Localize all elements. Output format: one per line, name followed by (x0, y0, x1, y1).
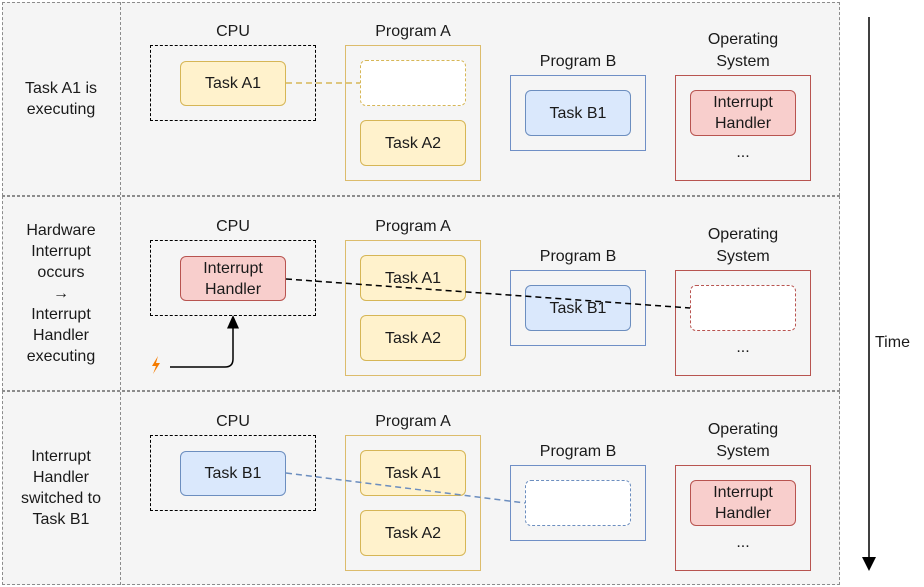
stage-2-program-a-title: Program A (375, 218, 451, 235)
stage-2-cpu-title: CPU (216, 218, 250, 235)
label-column-divider (120, 2, 121, 585)
stage-1-os-box (675, 75, 811, 181)
stage-1-os-ellipsis: ... (736, 144, 750, 161)
stage-1-program-a-task: Task A2 (360, 120, 466, 166)
stage-3-program-a-task-1: Task A1 (360, 450, 466, 496)
stage-3-os-ellipsis: ... (736, 534, 750, 551)
stage-3-label: Interrupt Handler switched to Task B1 (20, 448, 102, 528)
stage-2-program-a-task-1: Task A1 (360, 255, 466, 301)
stage-3-program-a-task-2: Task A2 (360, 510, 466, 556)
stage-3-os-title: Operating System (707, 421, 779, 460)
stage-3-program-a-title: Program A (375, 413, 451, 430)
time-label: Time (875, 334, 910, 351)
stage-2-program-a-task-2: Task A2 (360, 315, 466, 361)
stage-1-program-b-title: Program B (539, 53, 617, 70)
stage-2-program-b-task: Task B1 (525, 285, 631, 331)
stage-3-cpu-task: Task B1 (180, 451, 286, 496)
stage-1-program-a-empty-slot (360, 60, 466, 106)
stage-1-program-a-title: Program A (375, 23, 451, 40)
stage-1-label: Task A1 is executing (24, 80, 98, 118)
stage-2-cpu-task: Interrupt Handler (180, 256, 286, 301)
stage-3-program-b-empty-slot (525, 480, 631, 526)
stage-2-os-empty-slot (690, 285, 796, 331)
stage-2-os-box (675, 270, 811, 376)
stage-1-program-a-box (345, 45, 481, 181)
stage-3-os-task: Interrupt Handler (690, 480, 796, 526)
stage-1-os-task: Interrupt Handler (690, 90, 796, 136)
stage-2-label: Hardware Interrupt occurs → Interrupt Ha… (26, 222, 96, 365)
stage-2-program-b-title: Program B (539, 248, 617, 265)
stage-3-program-b-title: Program B (539, 443, 617, 460)
stage-3-cpu-title: CPU (216, 413, 250, 430)
stage-2-os-title: Operating System (707, 226, 779, 265)
stage-1-cpu-title: CPU (216, 23, 250, 40)
stage-1-program-b-task: Task B1 (525, 90, 631, 136)
down-arrow-icon (862, 557, 876, 571)
stage-1-program-b-box (510, 75, 646, 151)
stage-3-os-box (675, 465, 811, 571)
stage-2-os-ellipsis: ... (736, 339, 750, 356)
stage-1-os-title: Operating System (707, 31, 779, 70)
stage-1-cpu-task: Task A1 (180, 61, 286, 106)
